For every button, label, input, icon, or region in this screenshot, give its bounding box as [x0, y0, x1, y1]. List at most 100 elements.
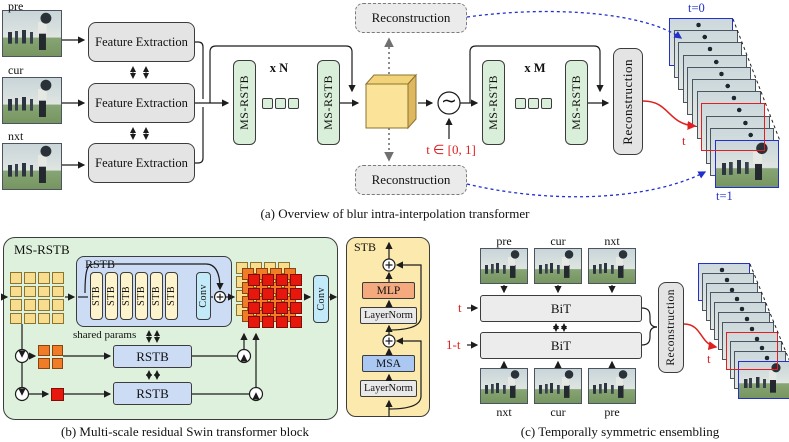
stb-box-2: STB [106, 286, 117, 306]
feature-extraction-box-3: Feature Extraction [88, 143, 195, 183]
repeat-n-label: x N [269, 61, 289, 75]
t0-label: t=0 [688, 1, 705, 15]
feature-tile [276, 274, 288, 286]
feature-tile [262, 274, 274, 286]
feature-cube [364, 73, 418, 130]
stb-box-4: STB [136, 286, 147, 306]
feature-tile [24, 272, 36, 284]
feature-tile [10, 299, 22, 311]
feature-tile [24, 312, 36, 324]
layernorm-box-1: LayerNorm [360, 380, 417, 397]
feature-tile [290, 302, 302, 314]
mlp-box: MLP [362, 282, 415, 299]
feature-tile [248, 288, 260, 300]
feature-tile [38, 285, 50, 297]
feature-tile [10, 285, 22, 297]
ellipsis-square [262, 98, 273, 109]
feature-tile [10, 272, 22, 284]
feature-tile [38, 312, 50, 324]
stb-box-3: STB [121, 286, 132, 306]
t-label-c: t [707, 351, 711, 366]
feature-tile [38, 272, 50, 284]
input-image-cur [2, 77, 62, 124]
feature-tile [276, 302, 288, 314]
video-frame [715, 140, 779, 188]
c-image-top-3 [588, 248, 636, 284]
caption-a: (a) Overview of blur intra-interpolation… [260, 206, 530, 221]
one-minus-t-label: 1-t [446, 337, 461, 352]
input-image-pre [2, 10, 62, 57]
feature-extraction-box-1: Feature Extraction [88, 22, 195, 62]
rstb-container-title: RSTB [85, 257, 116, 271]
bit-box-1: BiT [480, 295, 642, 322]
feature-tile [262, 302, 274, 314]
feature-tile [38, 358, 50, 369]
t1-label: t=1 [716, 189, 733, 203]
t-range-label: t ∈ [0, 1] [426, 142, 476, 157]
feature-tile [24, 299, 36, 311]
input-label-nxt: nxt [8, 129, 24, 143]
layernorm-box-2: LayerNorm [360, 307, 417, 324]
feature-tile [276, 288, 288, 300]
feature-tile [51, 358, 63, 369]
ms-rstb-box-4: MS-RSTB [569, 75, 583, 130]
ellipsis-square [515, 98, 526, 109]
feature-tile [248, 274, 260, 286]
c-bottom-label-pre: pre [604, 405, 620, 419]
c-image-bottom-1 [480, 368, 528, 404]
video-frame [738, 361, 789, 399]
feature-tile [51, 388, 64, 401]
c-bottom-label-cur: cur [550, 405, 566, 419]
ellipsis-square [288, 98, 299, 109]
reconstruction-top-box: Reconstruction [355, 3, 467, 33]
stb-box-1: STB [91, 286, 102, 306]
c-image-bottom-2 [534, 368, 582, 404]
feature-tile [248, 302, 260, 314]
feature-tile [248, 316, 260, 328]
feature-tile [290, 274, 302, 286]
feature-grid-half [38, 345, 63, 369]
c-image-top-2 [534, 248, 582, 284]
feature-tile [52, 285, 64, 297]
feature-tile [52, 272, 64, 284]
ellipsis-square [528, 98, 539, 109]
t-frame-red-outline [726, 331, 778, 370]
shared-params-label: shared params [73, 329, 137, 341]
reconstruction-bottom-box: Reconstruction [355, 165, 467, 195]
input-label-cur: cur [8, 63, 24, 77]
caption-b: (b) Multi-scale residual Swin transforme… [60, 424, 309, 439]
feature-tile [38, 299, 50, 311]
feature-tile [262, 288, 274, 300]
c-image-bottom-3 [588, 368, 636, 404]
c-top-label-cur: cur [550, 234, 566, 248]
feature-tile [52, 299, 64, 311]
ellipsis-square [275, 98, 286, 109]
ms-rstb-box-1: MS-RSTB [237, 75, 251, 130]
feature-grid-full [10, 272, 64, 324]
t-weight-label: t [458, 300, 462, 315]
repeat-m-label: x M [524, 61, 546, 75]
t-label-a: t [682, 133, 686, 148]
feature-tile [290, 316, 302, 328]
c-bottom-label-nxt: nxt [496, 405, 512, 419]
feature-tile [262, 316, 274, 328]
t-frame-red-outline [701, 103, 766, 152]
modulation-tilde-icon: ∼ [441, 90, 457, 112]
feature-tile [52, 312, 64, 324]
feature-extraction-box-2: Feature Extraction [88, 83, 195, 123]
conv-box-out: Conv [315, 287, 327, 311]
rstb-box-mid: RSTB [113, 345, 192, 368]
stb-box-5: STB [151, 286, 162, 306]
ellipsis-square [541, 98, 552, 109]
ms-rstb-box-2: MS-RSTB [321, 75, 335, 130]
msa-box: MSA [362, 355, 415, 372]
rstb-box-bottom: RSTB [113, 382, 192, 405]
input-image-nxt [2, 143, 62, 190]
c-image-top-1 [480, 248, 528, 284]
stb-box-6: STB [166, 286, 177, 306]
c-top-label-nxt: nxt [604, 234, 620, 248]
feature-grid-quarter [51, 388, 64, 401]
feature-tile [24, 285, 36, 297]
ms-rstb-panel-title: MS-RSTB [14, 242, 70, 257]
